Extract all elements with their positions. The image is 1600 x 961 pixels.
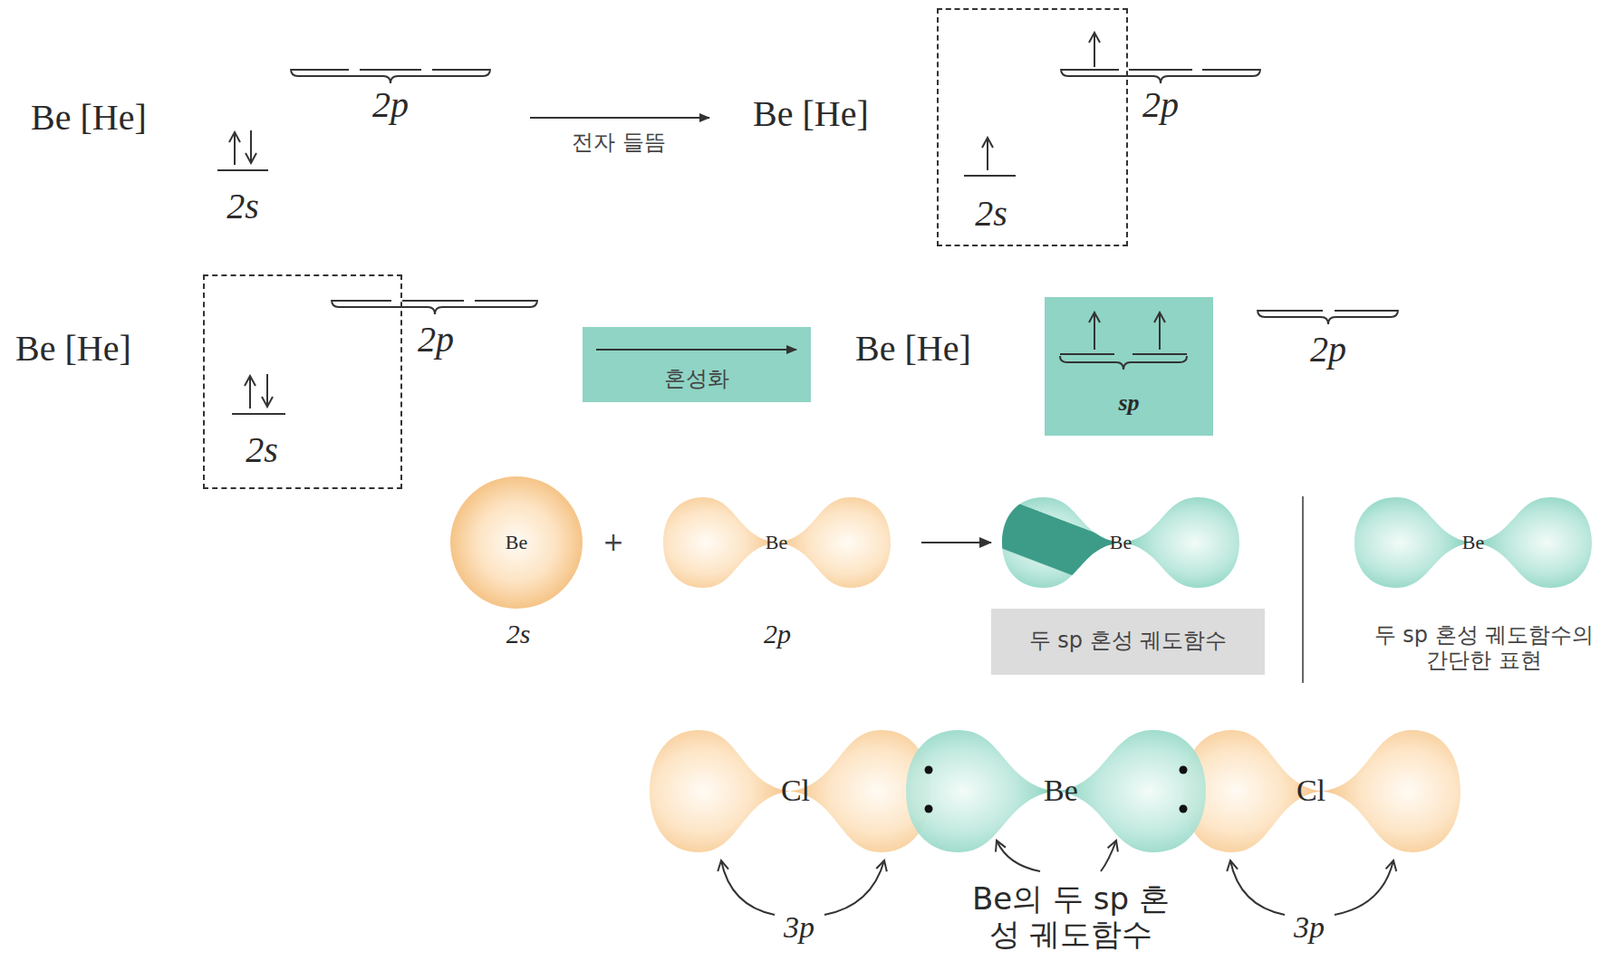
sp-hybrid-orbital: Be bbox=[1002, 497, 1240, 588]
cl-p-orbital: Cl bbox=[1183, 730, 1461, 853]
sp-orbital-box: sp bbox=[1044, 297, 1214, 436]
label: 3p bbox=[783, 909, 815, 945]
label: 2p bbox=[1310, 328, 1347, 371]
label: Be [He] bbox=[855, 327, 972, 370]
label: 2p bbox=[372, 84, 409, 126]
node-text: Cl bbox=[780, 772, 810, 809]
node-text: Be bbox=[505, 530, 528, 554]
dashed-box: 2s bbox=[936, 8, 1128, 247]
node-text: Be bbox=[1462, 530, 1485, 554]
be-sp-orbitals: Be bbox=[906, 730, 1206, 853]
sp-orbital-simple: Be bbox=[1354, 497, 1592, 588]
label: 2p bbox=[763, 618, 791, 651]
hybridization-box: 혼성화 bbox=[582, 327, 811, 403]
node-text: Cl bbox=[1296, 772, 1326, 809]
p-orbital: Be bbox=[663, 497, 891, 588]
caption-box: 두 sp 혼성 궤도함수 bbox=[991, 608, 1265, 675]
label: Be [He] bbox=[752, 93, 869, 135]
label: 전자 들뜸 bbox=[571, 130, 666, 156]
label: 2p bbox=[1142, 84, 1179, 126]
node-text: 두 sp 혼성 궤도함수 bbox=[1029, 628, 1228, 655]
node-text: 혼성화 bbox=[664, 366, 730, 393]
label: Be [He] bbox=[15, 327, 132, 370]
label: 3p bbox=[1293, 909, 1325, 945]
label: 2s bbox=[506, 618, 531, 651]
node-text: sp bbox=[1118, 389, 1139, 417]
cl-p-orbital: Cl bbox=[649, 730, 931, 853]
connector-arrow bbox=[921, 541, 992, 544]
node-text: Be bbox=[765, 530, 788, 554]
label: 2s bbox=[226, 185, 260, 228]
node-text: 2s bbox=[245, 429, 279, 472]
label: Be [He] bbox=[30, 96, 147, 139]
label: + bbox=[602, 528, 624, 558]
node-text: Be bbox=[1043, 772, 1079, 809]
label: 2p bbox=[417, 318, 454, 361]
label: 두 sp 혼성 궤도함수의 간단한 표현 bbox=[1365, 623, 1600, 674]
label: Be의 두 sp 혼성 궤도함수 bbox=[957, 881, 1185, 953]
s-orbital: Be bbox=[450, 476, 583, 609]
node-shape bbox=[204, 276, 405, 492]
node-text: 2s bbox=[974, 192, 1008, 235]
dashed-box: 2s bbox=[202, 274, 403, 490]
node-text: Be bbox=[1109, 530, 1132, 554]
node-shape bbox=[938, 9, 1130, 249]
